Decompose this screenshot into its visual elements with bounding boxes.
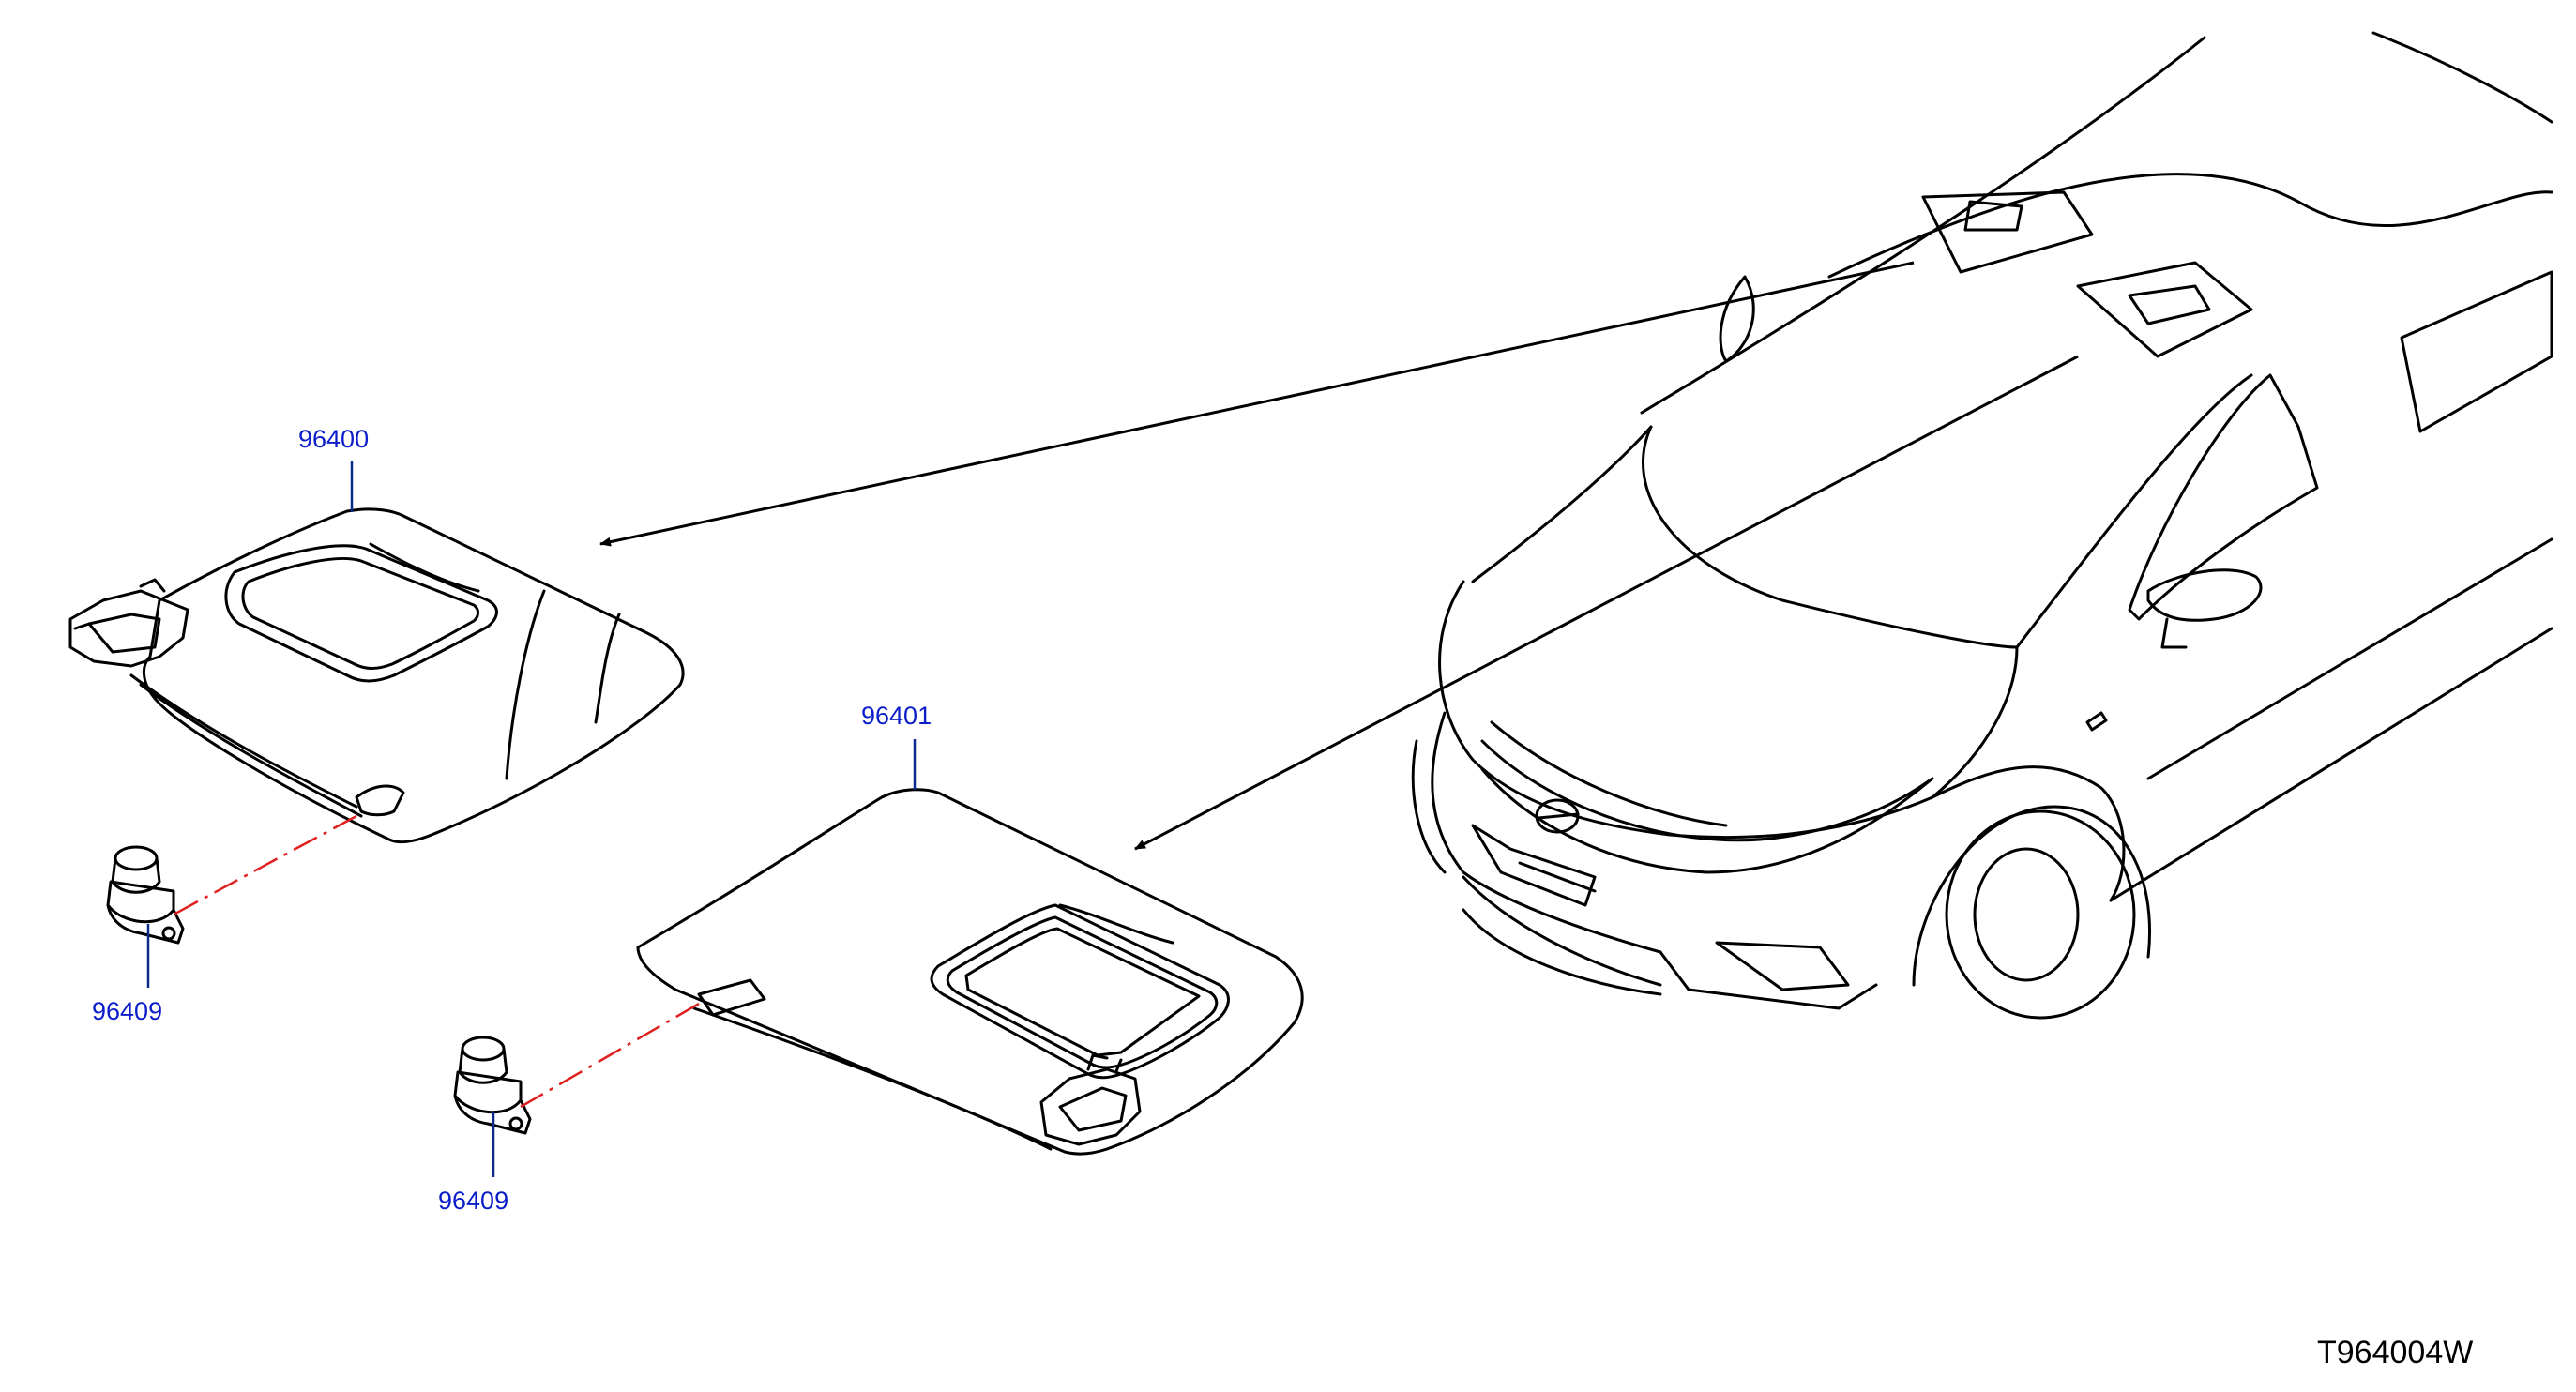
callout-leaders: [146, 461, 917, 1177]
sun-visor-left: [68, 507, 685, 844]
sun-visor-right: [636, 788, 1304, 1156]
visor-holder-right: [453, 1036, 532, 1135]
callout-96400: 96400: [298, 425, 370, 453]
car-outline: [1411, 31, 2553, 1020]
arrow-to-left-visor: [599, 261, 1915, 547]
drawing-code: T964004W: [2317, 1335, 2474, 1370]
assembly-center-lines: [173, 814, 700, 1109]
location-arrows: [599, 261, 2079, 851]
visor-holder-left: [106, 845, 185, 945]
callout-96401: 96401: [861, 702, 932, 730]
center-line-left: [173, 814, 357, 916]
arrow-to-right-visor: [1134, 355, 2079, 851]
callout-96409-left: 96409: [92, 997, 163, 1025]
center-line-right: [520, 1002, 700, 1109]
callout-96409-right: 96409: [438, 1187, 509, 1215]
